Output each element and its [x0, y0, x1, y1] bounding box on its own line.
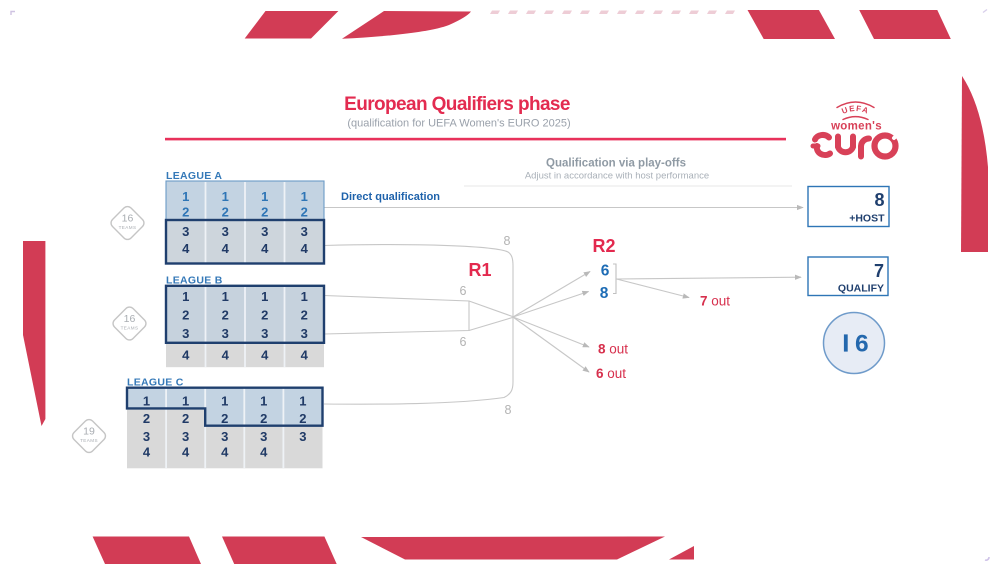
svg-text:3: 3: [222, 326, 229, 341]
svg-text:women's: women's: [830, 121, 882, 133]
svg-text:19: 19: [83, 426, 95, 438]
svg-text:4: 4: [143, 445, 151, 460]
svg-text:+HOST: +HOST: [849, 213, 885, 225]
svg-text:European Qualifiers phase: European Qualifiers phase: [344, 94, 570, 115]
svg-text:16: 16: [122, 213, 134, 225]
svg-text:2: 2: [299, 411, 306, 426]
svg-text:3: 3: [222, 224, 229, 239]
svg-text:1: 1: [260, 394, 267, 409]
svg-text:4: 4: [261, 348, 269, 363]
svg-text:2: 2: [222, 308, 229, 323]
svg-text:2: 2: [301, 308, 308, 323]
svg-text:2: 2: [260, 411, 267, 426]
svg-text:4: 4: [222, 348, 230, 363]
svg-text:2: 2: [261, 205, 268, 220]
svg-text:4: 4: [261, 241, 269, 256]
svg-text:8 out: 8 out: [598, 342, 628, 357]
svg-text:TEAMS: TEAMS: [80, 438, 98, 443]
svg-text:3: 3: [299, 429, 306, 444]
svg-text:2: 2: [182, 308, 189, 323]
svg-text:6: 6: [460, 284, 467, 298]
svg-text:16: 16: [124, 313, 136, 325]
svg-text:Qualification via play-offs: Qualification via play-offs: [546, 158, 686, 170]
svg-text:6 out: 6 out: [596, 366, 626, 381]
svg-text:LEAGUE A: LEAGUE A: [166, 170, 222, 182]
svg-text:8: 8: [600, 285, 609, 302]
svg-text:R2: R2: [592, 236, 615, 256]
svg-text:TEAMS: TEAMS: [121, 326, 139, 331]
svg-text:1: 1: [182, 289, 189, 304]
svg-text:1: 1: [301, 189, 308, 204]
svg-text:2: 2: [222, 205, 229, 220]
svg-text:4: 4: [222, 241, 230, 256]
svg-text:3: 3: [301, 326, 308, 341]
svg-text:8: 8: [874, 190, 884, 210]
svg-text:1: 1: [182, 394, 189, 409]
svg-text:8: 8: [505, 403, 512, 417]
svg-text:4: 4: [182, 445, 190, 460]
svg-text:3: 3: [261, 224, 268, 239]
svg-text:3: 3: [301, 224, 308, 239]
svg-text:LEAGUE B: LEAGUE B: [166, 275, 223, 287]
svg-text:1: 1: [301, 289, 308, 304]
svg-text:4: 4: [260, 445, 268, 460]
svg-text:7 out: 7 out: [700, 294, 730, 309]
svg-text:7: 7: [874, 261, 884, 281]
svg-text:1: 1: [299, 394, 306, 409]
svg-text:3: 3: [182, 224, 189, 239]
svg-text:2: 2: [261, 308, 268, 323]
svg-text:(qualification for UEFA Women': (qualification for UEFA Women's EURO 202…: [347, 118, 570, 130]
svg-text:6: 6: [460, 335, 467, 349]
svg-text:6: 6: [601, 263, 610, 280]
svg-text:QUALIFY: QUALIFY: [838, 283, 884, 295]
svg-text:6: 6: [855, 331, 869, 358]
svg-text:2: 2: [221, 411, 228, 426]
svg-text:3: 3: [143, 429, 150, 444]
svg-text:3: 3: [182, 326, 189, 341]
svg-text:4: 4: [182, 348, 190, 363]
svg-text:Adjust in accordance with host: Adjust in accordance with host performan…: [525, 171, 709, 182]
svg-text:4: 4: [221, 445, 229, 460]
svg-text:LEAGUE C: LEAGUE C: [127, 377, 184, 389]
svg-text:1: 1: [261, 189, 268, 204]
svg-text:3: 3: [260, 429, 267, 444]
svg-text:1: 1: [222, 189, 229, 204]
svg-text:2: 2: [143, 411, 150, 426]
svg-text:3: 3: [261, 326, 268, 341]
svg-text:Direct qualification: Direct qualification: [341, 191, 440, 203]
svg-text:3: 3: [182, 429, 189, 444]
svg-text:1: 1: [182, 189, 189, 204]
svg-text:2: 2: [182, 205, 189, 220]
svg-text:4: 4: [301, 348, 309, 363]
svg-text:4: 4: [301, 241, 309, 256]
svg-text:4: 4: [182, 241, 190, 256]
svg-text:2: 2: [301, 205, 308, 220]
svg-text:R1: R1: [468, 260, 491, 280]
svg-text:3: 3: [221, 429, 228, 444]
svg-text:UEFA: UEFA: [840, 104, 870, 116]
svg-text:1: 1: [261, 289, 268, 304]
svg-text:1: 1: [222, 289, 229, 304]
svg-text:2: 2: [182, 411, 189, 426]
svg-text:8: 8: [504, 234, 511, 248]
svg-text:1: 1: [143, 394, 150, 409]
svg-text:1: 1: [221, 394, 228, 409]
svg-text:TEAMS: TEAMS: [119, 225, 137, 230]
